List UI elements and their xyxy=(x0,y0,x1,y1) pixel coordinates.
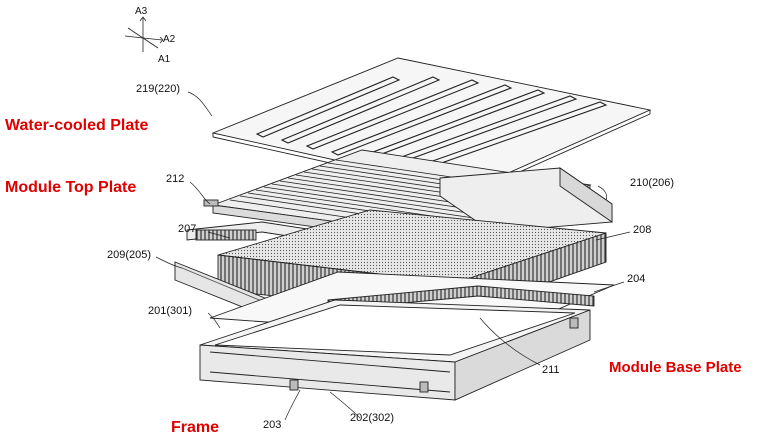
ref-219-220: 219(220) xyxy=(136,83,181,95)
callout-module-top-plate: Module Top Plate xyxy=(5,179,137,196)
side-plate-right-shape xyxy=(439,167,613,233)
axis-label-a2: A2 xyxy=(163,34,176,45)
ref-204: 204 xyxy=(627,273,646,285)
ref-207: 207 xyxy=(178,223,197,235)
ref-201-301: 201(301) xyxy=(148,305,193,317)
axis-triad xyxy=(124,16,164,52)
callout-frame: Frame xyxy=(171,419,220,436)
ref-212: 212 xyxy=(166,173,185,185)
ref-209-205: 209(205) xyxy=(107,249,152,261)
ref-202-302: 202(302) xyxy=(350,412,395,424)
ref-210-206: 210(206) xyxy=(630,177,675,189)
water-cooled-plate-shape xyxy=(211,57,652,195)
callout-module-base-plate: Module Base Plate xyxy=(609,359,742,376)
axis-label-a3: A3 xyxy=(135,6,148,17)
ref-208: 208 xyxy=(633,224,652,236)
axis-label-a1: A1 xyxy=(158,54,171,65)
ref-211: 211 xyxy=(542,364,560,376)
ref-203: 203 xyxy=(263,419,282,431)
callout-water-cooled-plate: Water-cooled Plate xyxy=(5,117,149,134)
leader-lines xyxy=(155,91,631,421)
